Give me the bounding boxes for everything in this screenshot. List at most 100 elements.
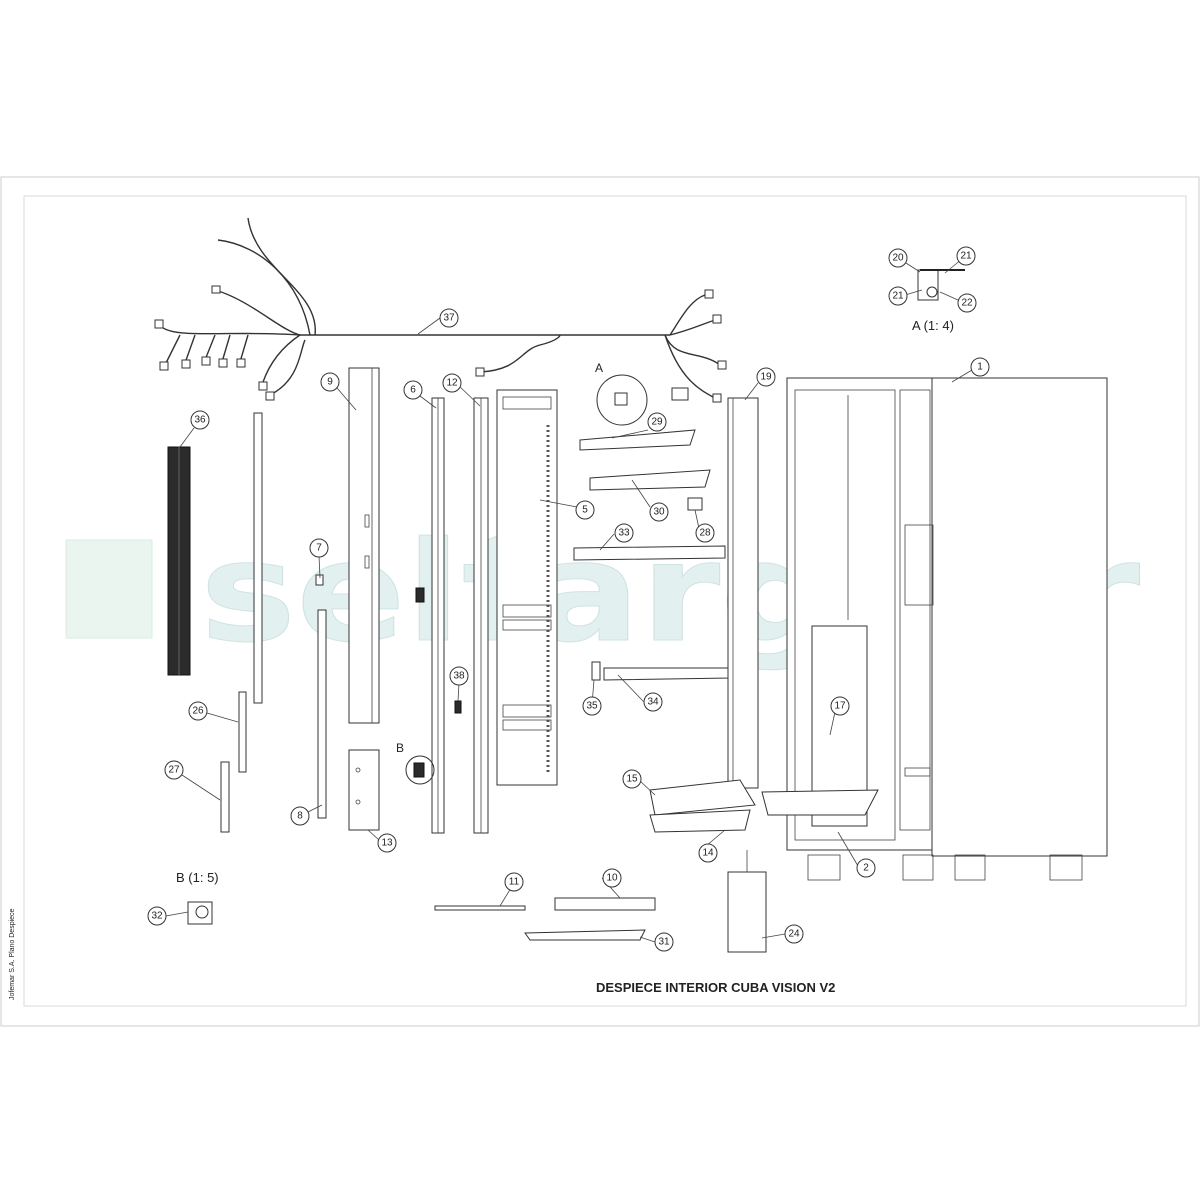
svg-text:13: 13 [381,838,393,849]
svg-text:29: 29 [651,417,663,428]
svg-text:35: 35 [586,701,598,712]
svg-text:7: 7 [316,543,322,554]
callout-2: 2 [856,858,876,878]
long-thin-rail [253,412,263,704]
svg-text:12: 12 [446,378,458,389]
clip-7 [315,574,324,586]
callout-34: 34 [643,692,663,712]
callout-20: 20 [888,248,908,268]
tube-10 [554,897,656,911]
callout-30: 30 [649,502,669,522]
svg-text:34: 34 [647,697,659,708]
detail-b-title: B (1: 5) [176,870,219,885]
detail-a-view [917,269,965,301]
callout-5: 5 [575,500,595,520]
callout-32: 32 [147,906,167,926]
callout-24: 24 [784,924,804,944]
callout-11: 11 [504,872,524,892]
svg-text:31: 31 [658,937,670,948]
svg-text:26: 26 [192,706,204,717]
callout-8: 8 [290,806,310,826]
svg-text:21: 21 [892,291,904,302]
callout-37: 37 [439,308,459,328]
svg-text:33: 33 [618,528,630,539]
callout-14: 14 [698,843,718,863]
svg-text:21: 21 [960,251,972,262]
detail-b-label: B [396,741,404,755]
svg-text:6: 6 [410,385,416,396]
callout-9: 9 [320,372,340,392]
profile-8 [317,609,327,819]
callout-15: 15 [622,769,642,789]
callout-35: 35 [582,696,602,716]
support-30 [589,469,711,491]
side-note: Jofemar S.A. Plano Despiece [9,908,16,1000]
callout-17: 17 [830,696,850,716]
callout-38: 38 [449,666,469,686]
svg-text:22: 22 [961,298,973,309]
part-28 [687,497,703,511]
watermark-logo-block [65,539,153,639]
svg-text:9: 9 [327,377,333,388]
svg-text:19: 19 [760,372,772,383]
callout-22: 22 [957,293,977,313]
wiring-harness [154,217,727,403]
shelf-2 [761,789,879,816]
support-29 [579,429,696,451]
drawing-frame [23,195,1187,1007]
detail-a-marker [596,374,648,426]
lock-part [415,587,425,603]
part-14 [649,809,751,833]
detail-a-label: A [595,361,603,375]
svg-text:36: 36 [194,415,206,426]
callout-21-top: 21 [956,246,976,266]
callout-36: 36 [190,410,210,430]
callout-12: 12 [442,373,462,393]
svg-text:32: 32 [151,911,163,922]
svg-text:10: 10 [606,873,618,884]
box-24 [727,871,767,953]
svg-text:5: 5 [582,505,588,516]
leader-lines [165,258,973,943]
callout-6: 6 [403,380,423,400]
rail-34 [603,667,731,681]
callout-28: 28 [695,523,715,543]
svg-text:37: 37 [443,313,455,324]
part-38 [454,700,462,714]
svg-text:27: 27 [168,765,180,776]
strip-11 [434,905,526,911]
svg-text:20: 20 [892,253,904,264]
callout-7: 7 [309,538,329,558]
callout-29: 29 [647,412,667,432]
part-35 [591,661,601,681]
callout-33: 33 [614,523,634,543]
svg-text:2: 2 [863,863,869,874]
rail-26 [238,691,247,773]
callout-26: 26 [188,701,208,721]
callout-13: 13 [377,833,397,853]
svg-text:30: 30 [653,507,665,518]
svg-text:28: 28 [699,528,711,539]
svg-text:24: 24 [788,929,800,940]
svg-text:14: 14 [702,848,714,859]
tray-15 [649,779,756,816]
callout-19: 19 [756,367,776,387]
callout-27: 27 [164,760,184,780]
svg-text:15: 15 [626,774,638,785]
svg-text:11: 11 [509,877,520,888]
svg-text:17: 17 [834,701,846,712]
detail-b-marker [405,755,435,785]
svg-text:1: 1 [977,362,983,373]
upright-9 [348,367,380,724]
callout-10: 10 [602,868,622,888]
cabinet-1 [786,377,1108,881]
upright-19 [727,397,759,789]
bracket-13 [348,749,380,831]
rail-33 [573,545,726,561]
rail-27 [220,761,230,833]
drawing-title: DESPIECE INTERIOR CUBA VISION V2 [596,980,835,995]
callout-21-left: 21 [888,286,908,306]
part-31 [524,929,646,941]
svg-text:38: 38 [453,671,465,682]
